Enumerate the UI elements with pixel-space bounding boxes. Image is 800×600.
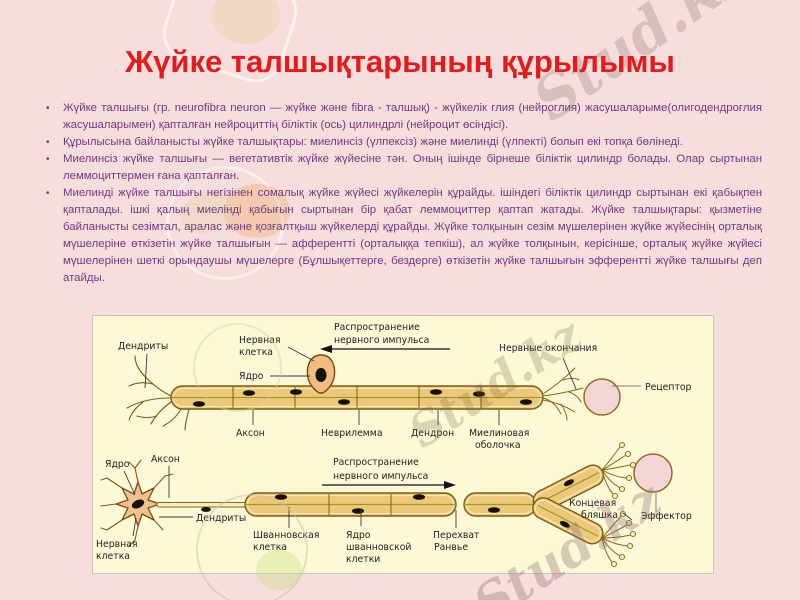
label-nerve-cell-top-2: клетка (239, 347, 273, 358)
bullet-marker: • (46, 188, 50, 199)
label-nerve-cell-bottom-2: клетка (96, 551, 130, 562)
label-axon-bottom: Аксон (151, 454, 180, 465)
receptor-circle (583, 378, 621, 416)
pointer-nerve-endings (562, 357, 577, 390)
label-ranvier-1: Перехват (433, 530, 480, 541)
bullet-marker: • (46, 103, 50, 114)
cell-nucleus-bottom (131, 499, 145, 509)
logo-blob-top (212, 0, 280, 44)
pointer-nucleus-bottom (123, 470, 136, 496)
label-end-plate-2: бляшка (581, 510, 618, 521)
neuron-diagram: Дендриты Нервная клетка Ядро Аксон Неври… (96, 322, 692, 568)
cell-nucleus-top (315, 368, 327, 382)
pointer-dendrites-top (144, 353, 148, 389)
neuron-diagram-panel: Дендриты Нервная клетка Ядро Аксон Неври… (92, 315, 714, 574)
label-myelin-2: оболочка (475, 440, 521, 451)
label-receptor: Рецептор (645, 382, 692, 393)
label-schwann-1: Шванновская (253, 530, 319, 541)
pointer-nerve-cell-top (287, 346, 315, 362)
list-item: • Миелинді жүйке талшығы негізінен сомалы… (40, 185, 762, 287)
bullet-text: Құрылысына байланысты жүйке талшықтары: … (63, 136, 683, 148)
label-impulse-bottom-1: Распространение (333, 457, 419, 468)
label-dendron: Дендрон (411, 428, 454, 439)
label-nerve-endings: Нервные окончания (499, 343, 597, 354)
segment-divisions-top (232, 387, 482, 408)
pointer-end-plate (622, 512, 633, 521)
bullet-text: Миелинді жүйке талшығы негізінен сомалық… (63, 187, 762, 284)
segment-divisions-bottom (328, 494, 392, 515)
page-title: Жүйке талшықтарының құрылымы (125, 44, 675, 79)
impulse-arrowhead-top (320, 345, 332, 353)
impulse-arrowhead-bottom (444, 481, 456, 489)
bottom-neuron: Ядро Аксон Дендриты Нервная клетка Шванн… (96, 441, 692, 568)
bullet-marker: • (46, 137, 50, 148)
bullet-text: Миелинсіз жүйке талшығы — вегетативтік ж… (63, 153, 762, 182)
label-schwann-nucleus-1: Ядро (346, 530, 371, 541)
label-neurilemma: Неврилемма (321, 428, 383, 439)
label-nucleus-bottom: Ядро (105, 459, 130, 470)
bullet-list: • Жүйке талшығы (гр. neurofibra neuron — … (40, 100, 762, 287)
top-neuron: Дендриты Нервная клетка Ядро Аксон Неври… (118, 322, 692, 451)
label-dendrites-bottom: Дендриты (196, 513, 246, 524)
list-item: • Жүйке талшығы (гр. neurofibra neuron — … (40, 100, 762, 134)
label-impulse-top-2: нервного импульса (334, 335, 429, 346)
label-impulse-top-1: Распространение (334, 322, 420, 333)
axon-nucleus-blob (201, 507, 211, 512)
label-impulse-bottom-2: нервного импульса (333, 471, 428, 482)
label-schwann-2: клетка (253, 542, 287, 553)
label-axon-top: Аксон (236, 428, 265, 439)
list-item: • Миелинсіз жүйке талшығы — вегетативтік … (40, 151, 762, 185)
bullet-text: Жүйке талшығы (гр. neurofibra neuron — ж… (63, 102, 762, 131)
end-plate-boutons (610, 441, 637, 568)
dendrites-branches-top (126, 355, 190, 431)
label-schwann-nucleus-3: клетки (346, 554, 380, 565)
axon-bottom (156, 502, 248, 508)
pointer-nerve-cell-bottom (132, 517, 137, 537)
label-nucleus-top: Ядро (239, 371, 264, 382)
label-nerve-cell-top-1: Нервная (239, 335, 280, 346)
nerve-endings-branches (542, 367, 584, 421)
label-ranvier-2: Ранвье (434, 542, 468, 553)
label-dendrites-top: Дендриты (118, 341, 168, 352)
end-plate-filaments (601, 446, 632, 563)
schwann-nuclei-top (193, 389, 532, 407)
label-nerve-cell-bottom-1: Нервная (96, 539, 137, 550)
label-myelin-1: Миелиновая (469, 428, 529, 439)
label-effector: Эффектор (641, 511, 692, 522)
bullet-marker: • (46, 154, 50, 165)
list-item: • Құрылысына байланысты жүйке талшықтары:… (40, 134, 762, 151)
label-schwann-nucleus-2: шванновской (346, 542, 411, 553)
label-end-plate-1: Концевая (569, 498, 616, 509)
effector-circle (633, 453, 673, 493)
